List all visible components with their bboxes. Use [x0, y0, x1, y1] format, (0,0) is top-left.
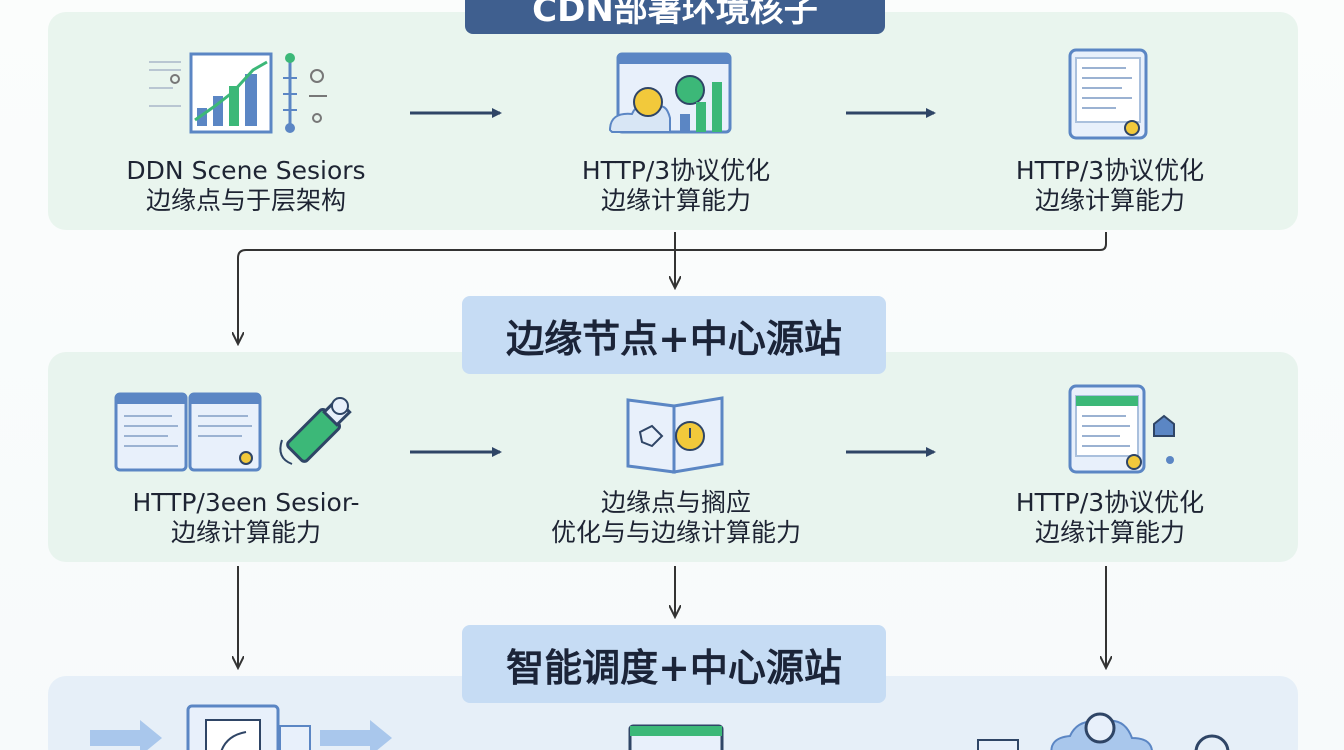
- usb-connector-icon: [279, 397, 352, 465]
- label-line-1: 边缘点与搁应: [600, 488, 751, 517]
- dashboard-icon: [608, 52, 732, 134]
- banner-title: CDN部署环境核子: [465, 0, 885, 34]
- label-line-1: HTTP/3协议优化: [1015, 156, 1205, 185]
- dual-screen-icon: [114, 392, 262, 472]
- label-line-1: HTTP/3协议优化: [1015, 488, 1205, 517]
- cloud-user-icon: [977, 712, 1230, 750]
- label-line-2: 边缘计算能力: [600, 186, 751, 215]
- book-icon: [626, 396, 724, 474]
- tablet-home-icon: [1068, 384, 1175, 474]
- step-label-2-1: HTTP/3een Sesior- 边缘计算能力: [86, 488, 406, 548]
- label-line-2: 优化与与边缘计算能力: [550, 518, 801, 547]
- label-line-2: 边缘点与于层架构: [145, 186, 346, 215]
- label-line-2: 边缘计算能力: [170, 518, 321, 547]
- document-icon: [90, 704, 392, 750]
- label-line-1: DDN Scene Sesiors: [126, 156, 366, 185]
- label-line-2: 边缘计算能力: [1034, 518, 1185, 547]
- chart-icon: [149, 52, 327, 134]
- step-label-2-3: HTTP/3协议优化 边缘计算能力: [950, 488, 1270, 548]
- step-label-1-2: HTTP/3协议优化 边缘计算能力: [516, 156, 836, 216]
- label-line-1: HTTP/3een Sesior-: [132, 488, 360, 517]
- step-label-1-3: HTTP/3协议优化 边缘计算能力: [950, 156, 1270, 216]
- step-label-2-2: 边缘点与搁应 优化与与边缘计算能力: [516, 488, 836, 548]
- label-line-2: 边缘计算能力: [1034, 186, 1185, 215]
- banner-smart-scheduling: 智能调度+中心源站: [462, 625, 886, 703]
- tablet-icon: [1068, 48, 1148, 140]
- label-line-1: HTTP/3协议优化: [581, 156, 771, 185]
- monitor-icon: [628, 724, 724, 750]
- banner-edge-origin: 边缘节点+中心源站: [462, 296, 886, 374]
- step-label-1-1: DDN Scene Sesiors 边缘点与于层架构: [86, 156, 406, 216]
